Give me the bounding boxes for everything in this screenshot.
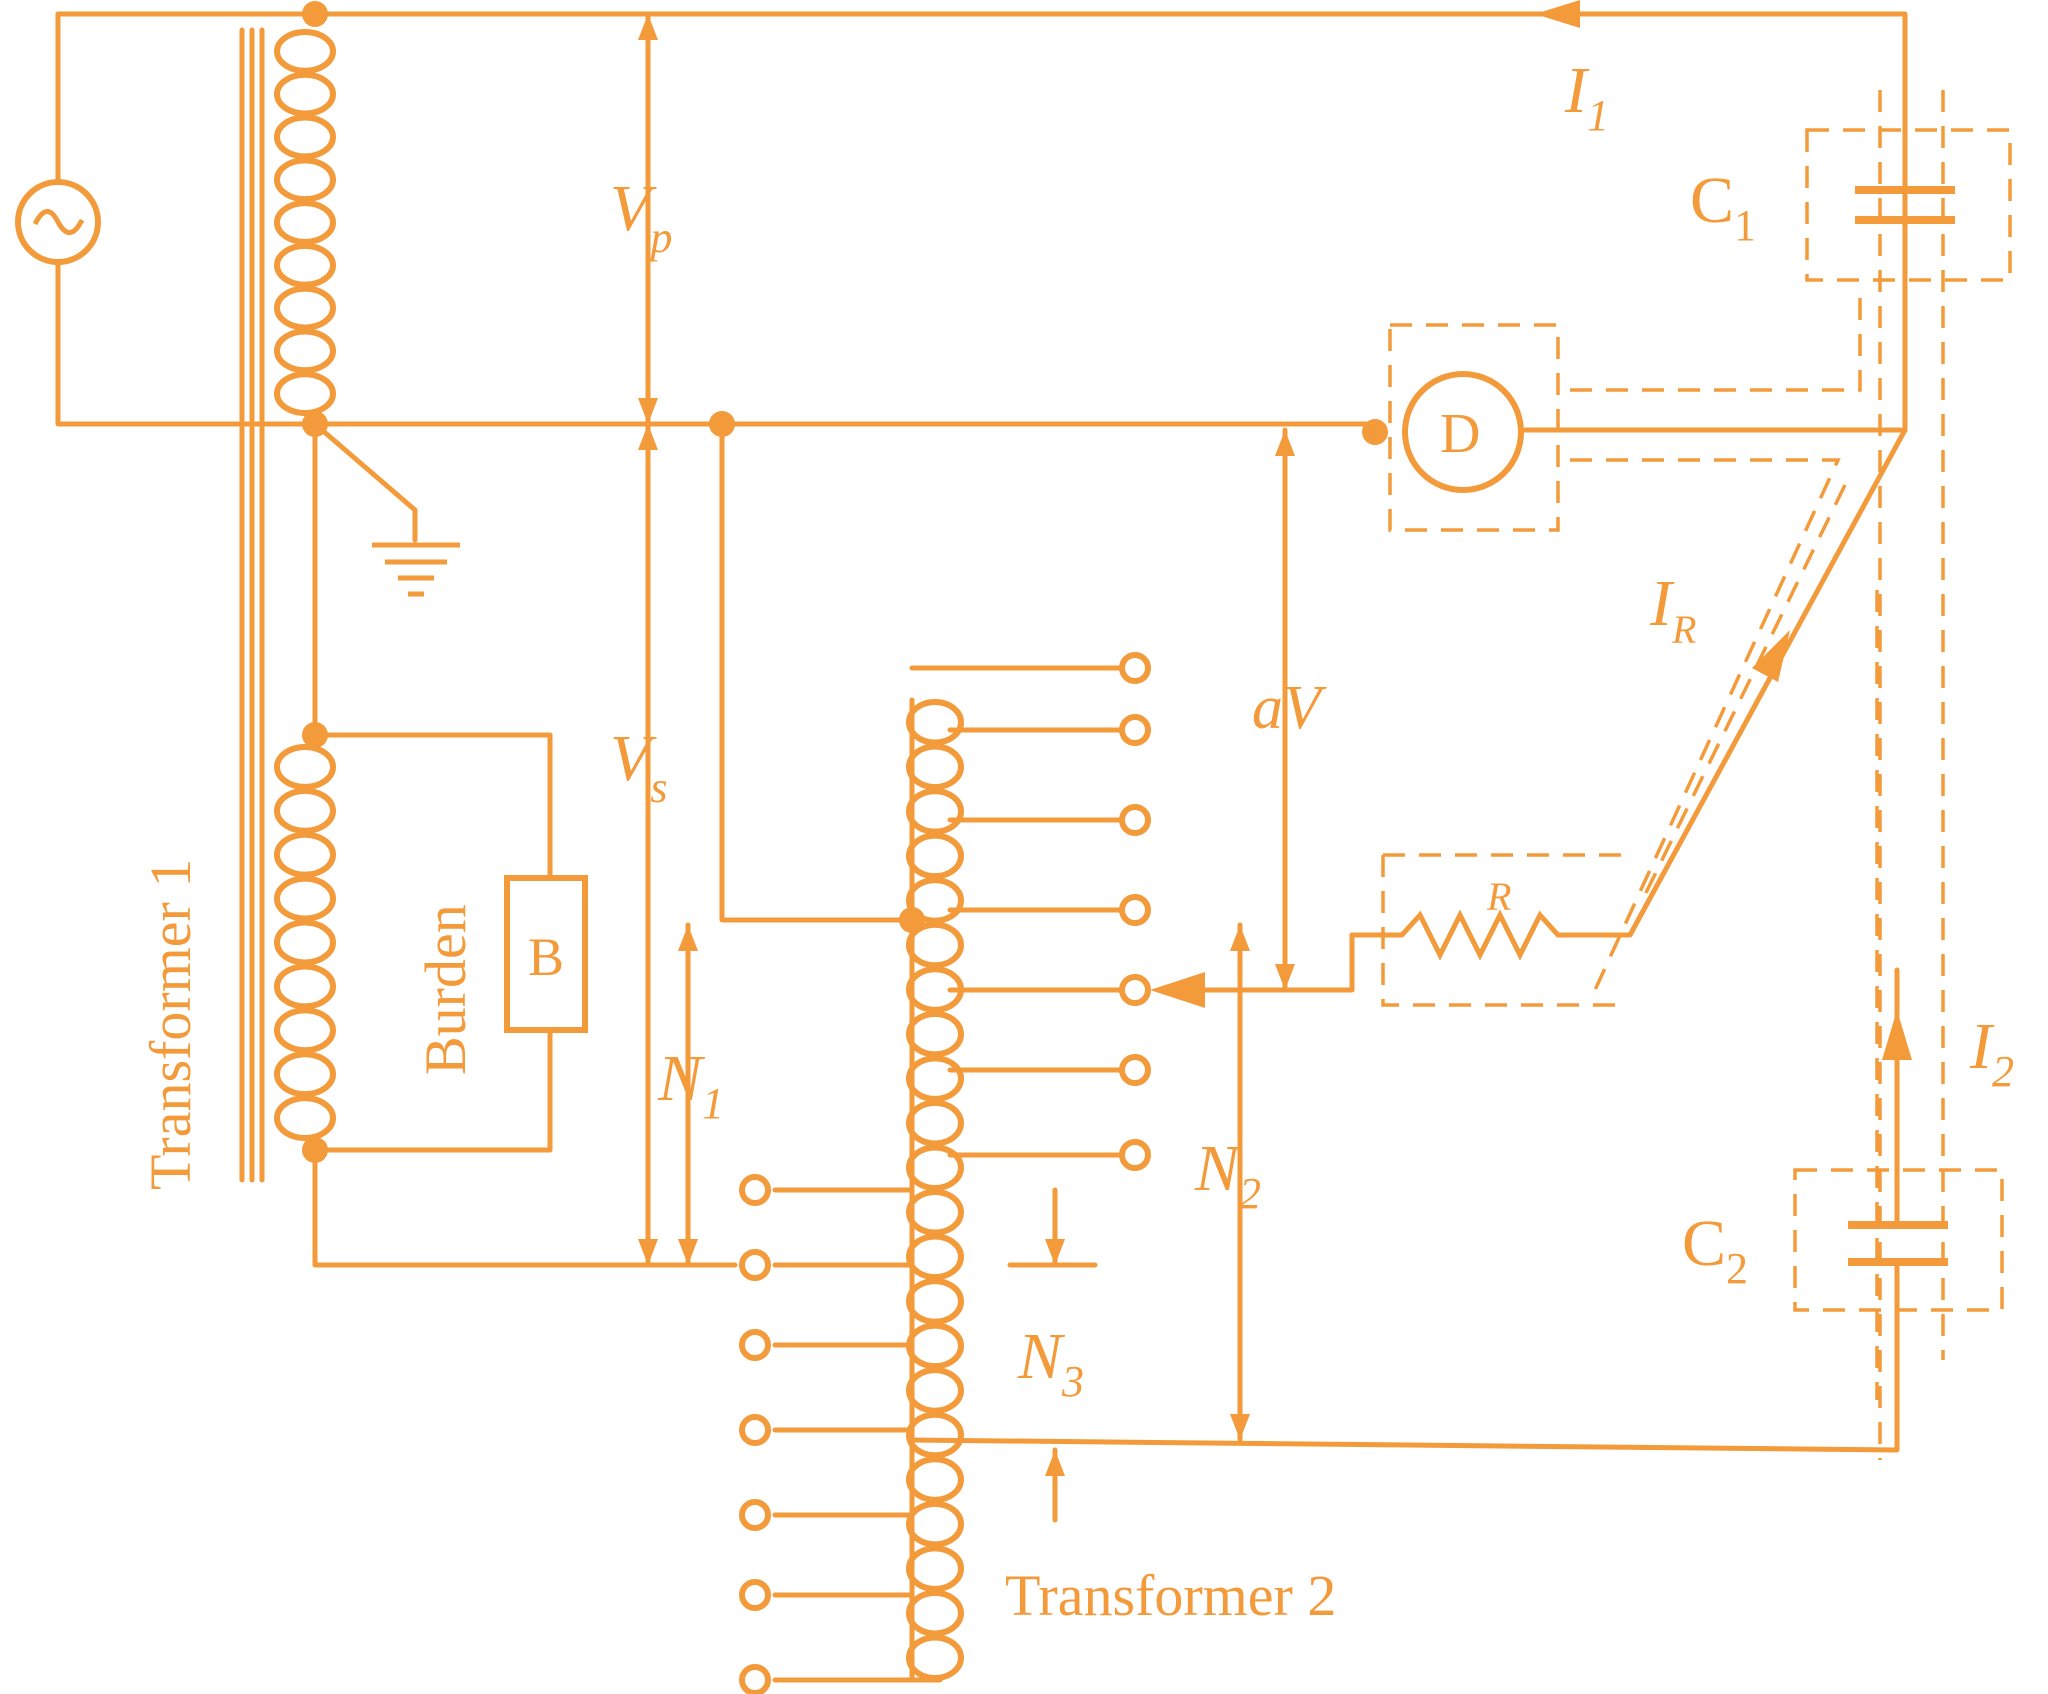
burden-box: [504, 875, 588, 1033]
arrows: [638, 0, 1912, 1476]
i2-main: I: [1969, 1010, 1995, 1083]
wires: [55, 11, 1908, 1683]
c2-label: C2: [1682, 1207, 1748, 1293]
av-label: aV: [1252, 674, 1327, 742]
arrow-i1: [1535, 0, 1580, 28]
vp-sub: p: [647, 213, 672, 262]
ac-source-icon: [15, 179, 101, 265]
ground-icon: [372, 542, 460, 597]
n2-label: N2: [1194, 1132, 1261, 1218]
transformer-coils: [274, 29, 964, 1682]
ir-main: I: [1649, 567, 1675, 640]
arrow-i2: [1882, 1010, 1912, 1060]
n2-sub: 2: [1239, 1169, 1261, 1218]
n3-main: N: [1017, 1320, 1066, 1393]
n3-sub: 3: [1061, 1357, 1084, 1406]
i1-label: I1: [1564, 54, 1609, 140]
c1-main: C: [1690, 164, 1734, 237]
capacitor-c2: [1848, 1221, 1948, 1266]
vs-sub: s: [650, 763, 667, 812]
vs-main: V: [610, 722, 657, 795]
vp-label: Vp: [610, 172, 672, 262]
i1-main: I: [1564, 54, 1590, 127]
vp-main: V: [610, 172, 657, 245]
n3-label: N3: [1017, 1320, 1084, 1406]
i2-label: I2: [1969, 1010, 2014, 1096]
arrow-tap: [1150, 972, 1205, 1008]
transformer-1-label: Transformer 1: [138, 859, 203, 1190]
ir-sub: R: [1671, 607, 1696, 652]
burden-box-label: B: [528, 927, 564, 987]
detector-d: [1402, 371, 1524, 493]
shields: [1381, 90, 2012, 1460]
transformer-2-coil: [906, 699, 964, 1682]
c2-sub: 2: [1726, 1244, 1748, 1293]
transformer-1-primary-coil: [274, 29, 336, 417]
resistor-r: [1400, 909, 1565, 961]
i2-sub: 2: [1992, 1047, 2014, 1096]
arrow-ir: [1752, 630, 1790, 682]
n1-label: N1: [657, 1042, 724, 1128]
n1-sub: 1: [702, 1079, 724, 1128]
resistor-label: R: [1486, 874, 1511, 919]
i1-sub: 1: [1587, 91, 1609, 140]
capacitor-c1: [1855, 186, 1955, 224]
c2-main: C: [1682, 1207, 1726, 1280]
transformer-2-label: Transformer 2: [1005, 1563, 1336, 1628]
n1-main: N: [657, 1042, 706, 1115]
junction-dots: [302, 1, 1388, 1163]
transformer-1-secondary-coil: [274, 744, 336, 1141]
c1-label: C1: [1690, 164, 1756, 250]
ir-label: IR: [1649, 567, 1696, 652]
c1-sub: 1: [1734, 201, 1756, 250]
n2-main: N: [1194, 1132, 1243, 1205]
terminals: [739, 652, 1151, 1694]
burden-label: Burden: [413, 904, 478, 1075]
vs-label: Vs: [610, 722, 667, 812]
detector-label: D: [1440, 403, 1480, 465]
